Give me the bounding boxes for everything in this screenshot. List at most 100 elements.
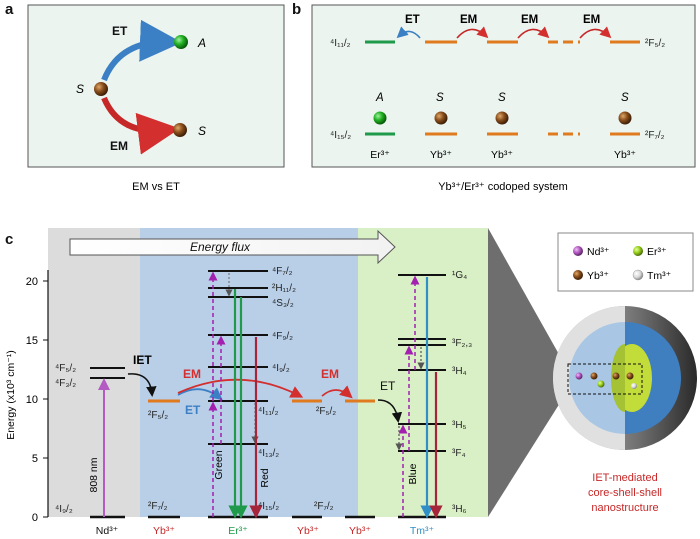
panel-b-caption: Yb³⁺/Er³⁺ codoped system (438, 181, 568, 193)
y-axis-label: Energy (x10³ cm⁻¹) (5, 350, 17, 440)
ion-label-b1: Er³⁺ (370, 149, 390, 161)
panel-c-label: c (5, 231, 13, 248)
et-arrow-a (101, 19, 182, 82)
ion-label-b3: Yb³⁺ (491, 149, 513, 161)
np-yb-ion-3 (626, 372, 634, 380)
et-label-b: ET (405, 14, 420, 26)
nano-caption-line3: nanostructure (591, 502, 658, 514)
er-label-i112: ⁴I₁₁/₂ (258, 406, 279, 417)
er-label-i152: ⁴I₁₅/₂ (258, 501, 279, 512)
er-label-f92: ⁴F₉/₂ (272, 331, 293, 342)
tm-label-h5: ³H₅ (452, 420, 467, 431)
s-label-b2: S (498, 92, 506, 104)
yb-ion-b3 (618, 111, 632, 125)
et-arrow-b (396, 26, 421, 39)
energy-flux-arrow (69, 229, 396, 265)
s-label-left-a: S (76, 82, 84, 96)
em-label-b1: EM (460, 14, 477, 26)
tm-label-f4: ³F₄ (452, 448, 466, 459)
et-label-c2: ET (380, 379, 396, 393)
sensitizer-ion-a (94, 82, 108, 96)
nano-caption-line2: core-shell-shell (588, 487, 662, 499)
er-label-i132: ⁴I₁₃/₂ (258, 448, 279, 459)
a-label-a: A (197, 36, 206, 50)
y-tick-label-5: 5 (32, 453, 38, 465)
ion-yb1-label: Yb³⁺ (153, 525, 175, 537)
zoom-wedge (488, 228, 565, 517)
s-label-b1: S (436, 92, 444, 104)
ion-nd-label: Nd³⁺ (96, 525, 119, 537)
et-label-c1: ET (185, 403, 201, 417)
ion-tm-label: Tm³⁺ (410, 525, 435, 537)
np-nd-ion (575, 372, 583, 380)
yb1-label-f72: ²F₇/₂ (148, 501, 168, 512)
iet-arrow (127, 373, 157, 397)
energy-flux-label: Energy flux (190, 240, 251, 254)
tm-label-h6: ³H₆ (452, 504, 467, 515)
ion-yb2-label: Yb³⁺ (297, 525, 319, 537)
legend-nd-label: Nd³⁺ (587, 246, 610, 258)
i152-label-b: ⁴I₁₅/₂ (330, 130, 351, 141)
i112-label-b: ⁴I₁₁/₂ (330, 38, 351, 49)
np-tm-ion (631, 383, 637, 389)
legend-er-label: Er³⁺ (647, 246, 667, 258)
red-label: Red (259, 468, 271, 487)
er-ion-b (373, 111, 387, 125)
y-tick-label-20: 20 (26, 276, 38, 288)
em-arrow-b1 (456, 26, 489, 39)
panel-a-label: a (5, 1, 14, 18)
sensitizer-ion-a2 (173, 123, 187, 137)
y-tick-label-0: 0 (32, 512, 38, 524)
nano-caption-line1: IET-mediated (592, 472, 657, 484)
middle-shell-cut (569, 322, 625, 434)
et-arrow-c1 (177, 387, 223, 401)
yb2-label-f72: ²F₇/₂ (314, 501, 334, 512)
zoom-box (567, 363, 643, 395)
ion-yb3-label: Yb³⁺ (349, 525, 371, 537)
er-label-s32: ⁴S₃/₂ (272, 298, 294, 309)
er-label-f72: ⁴F₇/₂ (272, 266, 293, 277)
blue-label: Blue (407, 463, 419, 484)
em-label-c2: EM (321, 367, 339, 381)
yb-ion-b2 (495, 111, 509, 125)
s-label-b3: S (621, 92, 629, 104)
ion-label-b4: Yb³⁺ (614, 149, 636, 161)
legend-tm-label: Tm³⁺ (647, 270, 672, 282)
er-label-i92: ⁴I₉/₂ (272, 363, 290, 374)
em-label-b3: EM (583, 14, 600, 26)
f52-label-b: ²F₅/₂ (645, 38, 665, 49)
f72-label-b: ²F₇/₂ (645, 130, 665, 141)
excitation-808-label: 808 nm (88, 457, 100, 492)
nd-region (48, 228, 140, 517)
et-arrow-c2 (377, 399, 403, 423)
legend-yb-label: Yb³⁺ (587, 270, 609, 282)
iet-label: IET (133, 353, 152, 367)
y-tick-label-10: 10 (26, 394, 38, 406)
yb-ion-b1 (434, 111, 448, 125)
tm-label-f23: ³F₂,₃ (452, 338, 472, 349)
legend-yb-icon (573, 270, 583, 280)
legend-tm-icon (632, 269, 644, 281)
panel-b-frame (311, 4, 696, 168)
yb2-label-f52: ²F₅/₂ (316, 406, 336, 417)
ion-label-b2: Yb³⁺ (430, 149, 452, 161)
panel-b-label: b (292, 1, 301, 18)
nd-label-f32: ⁴F₃/₂ (55, 378, 76, 389)
legend-nd-icon (573, 246, 583, 256)
em-arrow-b2 (517, 26, 550, 39)
em-label-b2: EM (521, 14, 538, 26)
ion-er-label: Er³⁺ (228, 525, 248, 537)
tm-label-h4: ³H₄ (452, 366, 467, 377)
em-arrow-c1 (177, 378, 304, 398)
em-arrow-c2 (321, 385, 353, 399)
legend-er-icon (633, 246, 643, 256)
panel-a-frame (27, 4, 285, 168)
green-label: Green (213, 450, 225, 479)
yb-er-region (140, 228, 358, 517)
y-tick-label-15: 15 (26, 335, 38, 347)
yb1-label-f52: ²F₅/₂ (148, 410, 168, 421)
tm-region (358, 228, 488, 517)
np-yb-ion-1 (590, 372, 598, 380)
em-arrow-b3 (579, 26, 612, 39)
